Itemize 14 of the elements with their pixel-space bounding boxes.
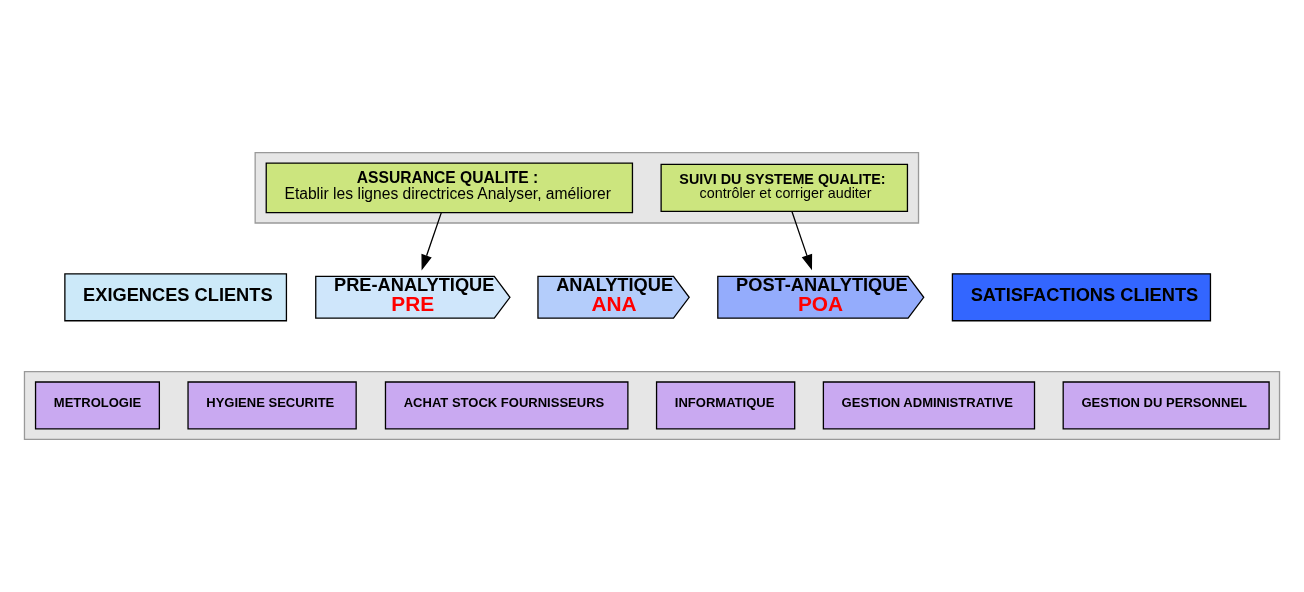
cluster (23, 370, 1281, 440)
node-box: EXIGENCES CLIENTS (64, 273, 288, 322)
node-box: HYGIENE SECURITE (187, 381, 357, 430)
arrow (791, 211, 813, 271)
node-box: ASSURANCE QUALITE : Etablir les lignes directrices Analyser, améliorer (265, 162, 634, 214)
node-box: GESTION ADMINISTRATIVE (822, 381, 1036, 430)
node-box: METROLOGIE (34, 381, 160, 430)
cluster (254, 152, 920, 224)
arrow (421, 212, 442, 271)
node-box: GESTION DU PERSONNEL (1062, 381, 1270, 430)
node-box: INFORMATIQUE (655, 381, 796, 430)
node-box: ACHAT STOCK FOURNISSEURS (384, 381, 629, 430)
node-box: SUIVI DU SYSTEME QUALITE: contrôler et corriger auditer (660, 163, 909, 212)
node-box: SATISFACTIONS CLIENTS (951, 273, 1212, 322)
